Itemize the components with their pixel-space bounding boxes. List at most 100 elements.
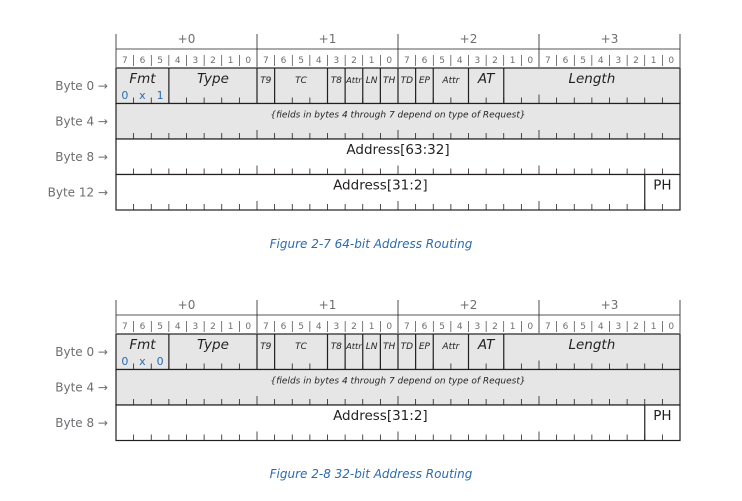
bit-number-label: 0 bbox=[527, 56, 533, 66]
field-ph: PH bbox=[653, 408, 671, 424]
field-attr: Attr bbox=[345, 76, 362, 85]
field-ln: LN bbox=[366, 76, 378, 86]
byte-offset-label: +0 bbox=[178, 298, 196, 312]
field-attr: Attr bbox=[345, 342, 362, 351]
bit-number-label: 5 bbox=[580, 56, 586, 66]
bit-number-label: 3 bbox=[333, 56, 339, 66]
bit-number-label: 2 bbox=[633, 56, 639, 66]
bit-number-label: 5 bbox=[298, 322, 304, 332]
bit-number-label: 3 bbox=[615, 322, 621, 332]
field-address-31-2: Address[31:2] bbox=[333, 178, 428, 194]
bit-number-label: 2 bbox=[633, 322, 639, 332]
field-ep: EP bbox=[419, 76, 431, 86]
bit-number-label: 4 bbox=[175, 322, 181, 332]
fmt-value-digit: x bbox=[139, 355, 146, 368]
field-type: Type bbox=[197, 71, 229, 87]
bit-number-label: 7 bbox=[263, 322, 269, 332]
bit-number-label: 7 bbox=[263, 56, 269, 66]
field-fields-in-bytes-4-through-7-depend-on-type-of-request: {fields in bytes 4 through 7 depend on t… bbox=[270, 377, 525, 387]
field-address-63-32: Address[63:32] bbox=[346, 142, 449, 158]
bit-number-label: 0 bbox=[386, 56, 392, 66]
byte-offset-label: +2 bbox=[460, 298, 478, 312]
field-length: Length bbox=[568, 71, 615, 87]
bit-number-label: 1 bbox=[228, 56, 234, 66]
bit-number-label: 6 bbox=[281, 322, 287, 332]
fmt-value-digit: 1 bbox=[157, 89, 164, 102]
row-byte-label: Byte 4 → bbox=[55, 380, 108, 394]
bit-number-label: 4 bbox=[175, 56, 181, 66]
bit-number-label: 0 bbox=[386, 322, 392, 332]
bit-number-label: 3 bbox=[333, 322, 339, 332]
bit-number-label: 6 bbox=[281, 56, 287, 66]
bit-number-label: 0 bbox=[668, 56, 674, 66]
bit-number-label: 3 bbox=[474, 322, 480, 332]
bit-number-label: 5 bbox=[439, 322, 445, 332]
field-td: TD bbox=[401, 342, 413, 352]
bit-number-label: 6 bbox=[563, 322, 569, 332]
field-ep: EP bbox=[419, 342, 431, 352]
field-t8: T8 bbox=[331, 342, 342, 352]
field-th: TH bbox=[383, 76, 395, 86]
field-t9: T9 bbox=[260, 76, 271, 86]
field-attr: Attr bbox=[441, 76, 460, 86]
bit-number-label: 4 bbox=[316, 322, 322, 332]
bit-number-label: 3 bbox=[474, 56, 480, 66]
field-type: Type bbox=[197, 337, 229, 353]
byte-offset-label: +3 bbox=[601, 298, 619, 312]
bit-number-label: 7 bbox=[122, 56, 128, 66]
bit-number-label: 4 bbox=[316, 56, 322, 66]
bit-number-label: 1 bbox=[510, 322, 516, 332]
bit-number-label: 2 bbox=[351, 56, 357, 66]
bit-number-label: 2 bbox=[210, 56, 216, 66]
bit-number-label: 3 bbox=[192, 56, 198, 66]
bit-number-label: 7 bbox=[545, 56, 551, 66]
bit-number-label: 0 bbox=[245, 322, 251, 332]
byte-offset-label: +0 bbox=[178, 32, 196, 46]
row-byte-label: Byte 0 → bbox=[55, 345, 108, 359]
bit-number-label: 3 bbox=[615, 56, 621, 66]
row-byte-label: Byte 8 → bbox=[55, 150, 108, 164]
bit-number-label: 1 bbox=[651, 322, 657, 332]
row-byte-label: Byte 4 → bbox=[55, 114, 108, 128]
bit-number-label: 5 bbox=[580, 322, 586, 332]
fmt-value-digit: x bbox=[139, 89, 146, 102]
bit-number-label: 1 bbox=[651, 56, 657, 66]
bit-number-label: 6 bbox=[422, 322, 428, 332]
field-address-31-2: Address[31:2] bbox=[333, 408, 428, 424]
field-ln: LN bbox=[366, 342, 378, 352]
field-fmt: Fmt bbox=[129, 71, 156, 87]
byte-offset-label: +1 bbox=[319, 32, 337, 46]
bit-number-label: 7 bbox=[404, 56, 410, 66]
field-t9: T9 bbox=[260, 342, 271, 352]
bit-number-label: 0 bbox=[245, 56, 251, 66]
bit-number-label: 2 bbox=[492, 56, 498, 66]
field-length: Length bbox=[568, 337, 615, 353]
bit-number-label: 4 bbox=[457, 322, 463, 332]
fmt-value-digit: 0 bbox=[157, 355, 164, 368]
bit-number-label: 6 bbox=[563, 56, 569, 66]
bit-number-label: 2 bbox=[210, 322, 216, 332]
bit-number-label: 2 bbox=[351, 322, 357, 332]
row-byte-label: Byte 8 → bbox=[55, 416, 108, 430]
field-at: AT bbox=[477, 71, 496, 87]
bit-number-label: 4 bbox=[457, 56, 463, 66]
figure-caption-2-8: Figure 2-8 32-bit Address Routing bbox=[269, 467, 473, 481]
bit-number-label: 7 bbox=[122, 322, 128, 332]
bit-number-label: 5 bbox=[439, 56, 445, 66]
byte-offset-label: +1 bbox=[319, 298, 337, 312]
bit-number-label: 1 bbox=[369, 322, 375, 332]
bit-number-label: 0 bbox=[668, 322, 674, 332]
field-t8: T8 bbox=[331, 76, 342, 86]
fmt-value-digit: 0 bbox=[121, 355, 128, 368]
field-ph: PH bbox=[653, 178, 671, 194]
bit-number-label: 0 bbox=[527, 322, 533, 332]
byte-offset-label: +2 bbox=[460, 32, 478, 46]
bit-number-label: 5 bbox=[157, 322, 163, 332]
bit-number-label: 7 bbox=[404, 322, 410, 332]
field-attr: Attr bbox=[441, 342, 460, 352]
field-fmt: Fmt bbox=[129, 337, 156, 353]
field-fields-in-bytes-4-through-7-depend-on-type-of-request: {fields in bytes 4 through 7 depend on t… bbox=[270, 111, 525, 121]
bit-number-label: 5 bbox=[157, 56, 163, 66]
